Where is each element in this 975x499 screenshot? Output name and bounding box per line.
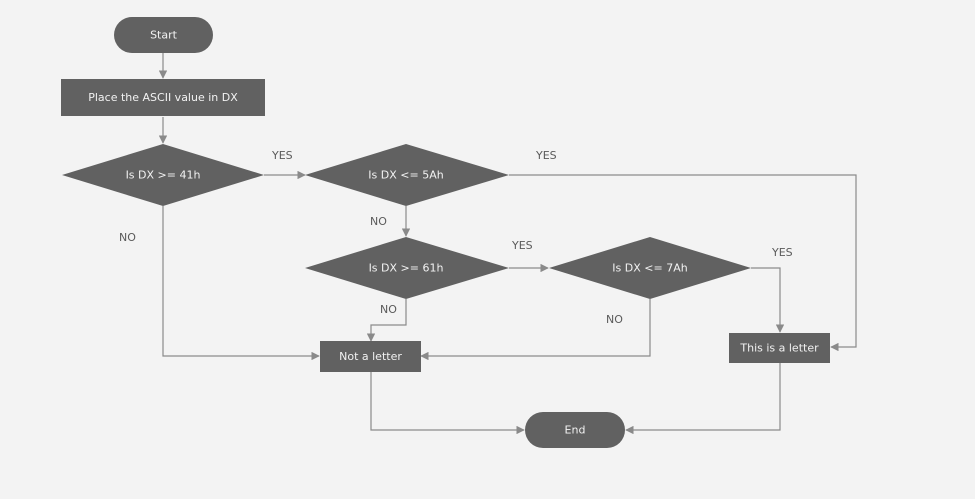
decision-dx-ge-41h[interactable]: Is DX >= 41h <box>62 144 264 206</box>
node-end-label: End <box>565 424 586 437</box>
edge-dx61-no-to-not-letter <box>366 299 407 342</box>
decision-dx-le-7ah-label: Is DX <= 7Ah <box>612 262 687 275</box>
connectors <box>158 53 857 435</box>
edge-dx7a-no-to-not-letter <box>420 299 651 361</box>
label-no-dx41: NO <box>119 231 136 244</box>
label-yes-dx7a: YES <box>771 246 793 259</box>
label-no-dx61: NO <box>380 303 397 316</box>
edge-dx5a-yes-to-letter <box>509 174 857 352</box>
label-no-dx7a: NO <box>606 313 623 326</box>
node-not-a-letter[interactable]: Not a letter <box>320 341 421 372</box>
node-this-is-a-letter-label: This is a letter <box>739 342 819 355</box>
edge-not-letter-to-end <box>370 372 525 435</box>
node-place-ascii-label: Place the ASCII value in DX <box>88 91 238 104</box>
edge-dx41-no-to-not-letter <box>162 206 320 361</box>
node-not-a-letter-label: Not a letter <box>339 350 402 363</box>
decision-dx-le-5ah[interactable]: Is DX <= 5Ah <box>305 144 509 206</box>
decision-dx-ge-41h-label: Is DX >= 41h <box>126 169 201 182</box>
label-no-dx5a: NO <box>370 215 387 228</box>
node-start[interactable]: Start <box>114 17 213 53</box>
label-yes-dx5a: YES <box>535 149 557 162</box>
node-start-label: Start <box>150 29 178 42</box>
node-end[interactable]: End <box>525 412 625 448</box>
decision-dx-le-5ah-label: Is DX <= 5Ah <box>368 169 443 182</box>
edge-dx7a-yes-to-letter <box>751 267 785 333</box>
label-yes-dx61: YES <box>511 239 533 252</box>
edge-letter-to-end <box>625 363 781 435</box>
decision-dx-le-7ah[interactable]: Is DX <= 7Ah <box>549 237 751 299</box>
node-this-is-a-letter[interactable]: This is a letter <box>729 333 830 363</box>
label-yes-dx41: YES <box>271 149 293 162</box>
decision-dx-ge-61h[interactable]: Is DX >= 61h <box>305 237 509 299</box>
edge-labels: YES NO YES NO YES NO YES NO <box>119 149 793 326</box>
decision-dx-ge-61h-label: Is DX >= 61h <box>369 262 444 275</box>
node-place-ascii[interactable]: Place the ASCII value in DX <box>61 79 265 116</box>
